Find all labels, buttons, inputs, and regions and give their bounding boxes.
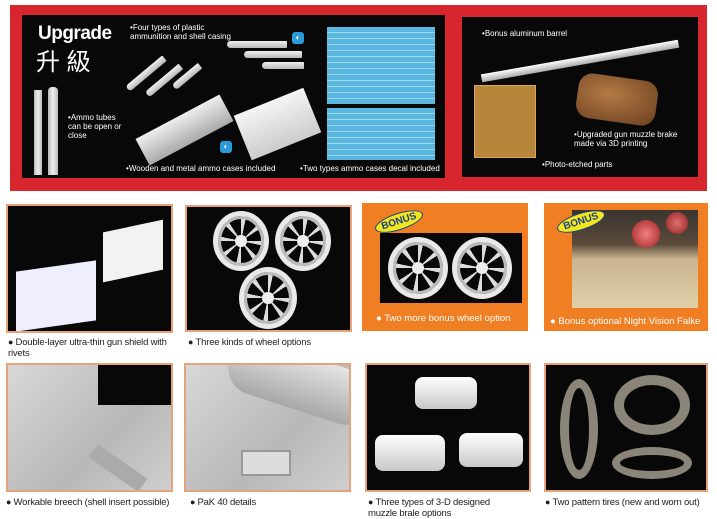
caption-pe: Photo-etched parts xyxy=(542,160,613,169)
aluminum-barrel-image xyxy=(480,39,680,83)
feature-caption-text: Bonus optional Night Vision Falke xyxy=(558,316,701,327)
feature-bonus-wheels: BONUS ● Two more bonus wheel option xyxy=(362,203,528,331)
upgrade-panel-barrel: Bonus aluminum barrel Upgraded gun muzzl… xyxy=(462,17,698,177)
shell-image xyxy=(227,41,287,48)
feature-wheels xyxy=(185,205,352,332)
muzzle-brake-image xyxy=(375,435,445,471)
feature-caption-text: Workable breech (shell insert possible) xyxy=(13,497,170,508)
ammo-tube-image xyxy=(48,87,58,175)
feature-caption-text: Three kinds of wheel options xyxy=(195,337,312,348)
feature-caption: ● Workable breech (shell insert possible… xyxy=(6,497,170,508)
shell-image xyxy=(262,62,304,69)
tire-image xyxy=(614,375,690,435)
caption-ammo: Four types of plastic ammunition and she… xyxy=(130,23,240,41)
feature-muzzle-brakes xyxy=(365,363,531,492)
feature-caption-text: Double-layer ultra-thin gun shield with … xyxy=(8,337,167,359)
feature-gun-shield xyxy=(6,204,173,333)
wooden-ammo-case-image xyxy=(233,87,322,161)
muzzle-brake-image xyxy=(459,433,523,467)
upgrade-title: Upgrade xyxy=(38,23,112,44)
3d-print-icon: ◐ xyxy=(292,32,304,44)
feature-caption-text: Two pattern tires (new and worn out) xyxy=(552,497,700,508)
caption-tubes: Ammo tubes can be open or close xyxy=(68,113,130,140)
feature-caption: ● Three types of 3-D designed muzzle bra… xyxy=(368,497,491,519)
feature-caption: ● Double-layer ultra-thin gun shield wit… xyxy=(8,337,167,359)
caption-cases: Wooden and metal ammo cases included xyxy=(126,164,294,173)
wheel-image xyxy=(213,211,269,271)
gun-shield-image xyxy=(103,219,163,283)
upgrade-title-cn: 升 級 xyxy=(36,49,91,76)
feature-pak40-details xyxy=(184,363,351,492)
tire-image xyxy=(560,379,598,479)
decal-sheet-image xyxy=(327,27,435,104)
breech-image xyxy=(88,444,148,490)
upgrade-panel-ammo: Upgrade 升 級 Four types of plastic ammuni… xyxy=(22,15,445,178)
feature-caption-text: Two more bonus wheel option xyxy=(384,313,511,324)
feature-caption: ● Two more bonus wheel option xyxy=(376,313,511,324)
background xyxy=(98,365,171,405)
feature-caption-text: Three types of 3-D designed muzzle brale… xyxy=(368,497,491,519)
feature-caption: ● Bonus optional Night Vision Falke xyxy=(550,316,701,327)
caption-muzzle: Upgraded gun muzzle brake made via 3D pr… xyxy=(574,130,692,148)
caption-decal: Two types ammo cases decal included xyxy=(300,164,445,173)
wheel-image xyxy=(239,267,297,329)
feature-caption: ● PaK 40 details xyxy=(190,497,257,508)
decal-sheet-image xyxy=(327,108,435,160)
muzzle-brake-image xyxy=(415,377,477,409)
tire-image xyxy=(612,447,692,479)
feature-night-vision: BONUS ● Bonus optional Night Vision Falk… xyxy=(544,203,708,331)
wheel-image xyxy=(388,237,448,299)
3d-print-icon: ◐ xyxy=(220,141,232,153)
night-vision-lens xyxy=(666,212,688,234)
caption-barrel: Bonus aluminum barrel xyxy=(482,29,567,38)
feature-caption: ● Two pattern tires (new and worn out) xyxy=(545,497,700,508)
photo-etched-sheet-image xyxy=(474,85,536,158)
wheel-image xyxy=(275,211,331,271)
ammo-tube-image xyxy=(34,90,42,175)
bonus-wheels-image xyxy=(380,233,522,303)
shell-image xyxy=(244,51,302,58)
feature-caption: ● Three kinds of wheel options xyxy=(188,337,312,348)
mount-image xyxy=(241,450,291,476)
gun-shield-image xyxy=(16,260,96,331)
feature-caption-text: PaK 40 details xyxy=(197,497,257,508)
barrel-image xyxy=(221,365,349,432)
wheel-image xyxy=(452,237,512,299)
night-vision-image xyxy=(572,210,698,308)
metal-ammo-case-image xyxy=(135,94,234,166)
feature-tires xyxy=(544,363,708,492)
muzzle-brake-image xyxy=(574,71,660,128)
feature-breech xyxy=(6,363,173,492)
night-vision-lens xyxy=(632,220,660,248)
